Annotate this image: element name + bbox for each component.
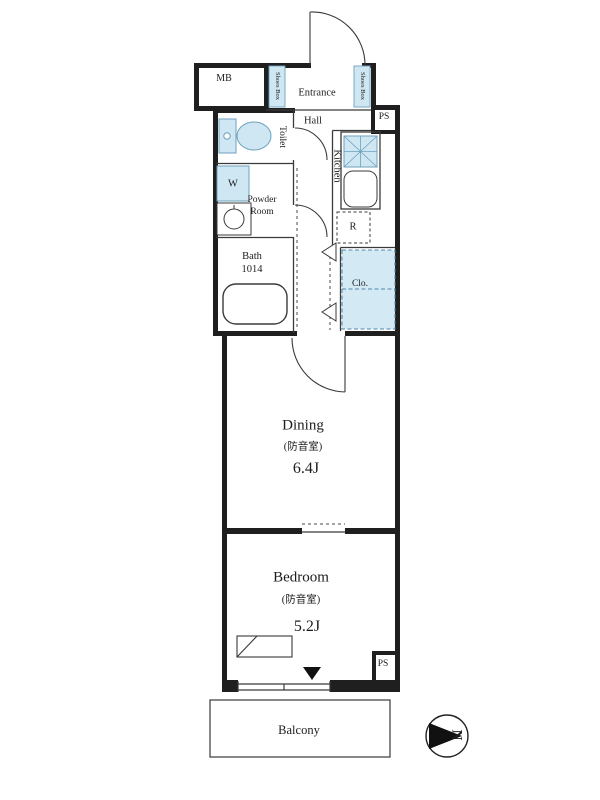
compass bbox=[425, 714, 469, 758]
shoes-box-left-label: Shoes Box bbox=[274, 72, 282, 100]
compass-north-label: N bbox=[448, 729, 465, 741]
window-marker-triangle bbox=[303, 667, 321, 680]
compass-needle-icon bbox=[429, 723, 462, 749]
shoes-box-right-label: Shoes Box bbox=[359, 72, 367, 100]
hall-label: Hall bbox=[303, 115, 323, 127]
closet-label: Clo. bbox=[351, 279, 369, 290]
bath-label: Bath 1014 bbox=[241, 250, 263, 275]
refrigerator-box bbox=[336, 211, 371, 244]
walls bbox=[194, 63, 400, 692]
washer-icon bbox=[216, 165, 250, 202]
folding-door-triangles bbox=[321, 242, 337, 322]
balcony-label: Balcony bbox=[278, 723, 320, 738]
closet-area bbox=[341, 249, 396, 330]
shoes-box-left bbox=[268, 65, 286, 108]
ps-bottom-label: PS bbox=[377, 659, 389, 670]
refrigerator-label: R bbox=[349, 221, 357, 233]
bedroom-size: 5.2J bbox=[293, 618, 321, 635]
stove-icon bbox=[343, 135, 378, 168]
entrance-label: Entrance bbox=[298, 87, 336, 99]
washer-label: W bbox=[228, 178, 238, 190]
dining-note: (防音室) bbox=[283, 441, 323, 453]
fixtures bbox=[209, 65, 469, 758]
ps-top-label: PS bbox=[378, 112, 390, 123]
dining-size: 6.4J bbox=[292, 460, 320, 477]
partitions bbox=[216, 109, 395, 533]
toilet-label: Toilet bbox=[276, 125, 287, 149]
balcony-outline bbox=[209, 699, 391, 758]
kitchen-label: Kitchen bbox=[331, 149, 343, 183]
vanity-sink-icon bbox=[216, 202, 252, 236]
balcony-window bbox=[237, 681, 331, 692]
powder-room-label: Powder Room bbox=[247, 195, 277, 217]
desk bbox=[236, 635, 293, 658]
bedroom-label: Bedroom bbox=[273, 569, 329, 586]
shoes-box-right bbox=[353, 65, 371, 108]
compass-circle bbox=[425, 714, 469, 758]
mb-label: MB bbox=[216, 72, 232, 84]
bedroom-note: (防音室) bbox=[281, 594, 321, 606]
door-arcs bbox=[291, 11, 366, 393]
toilet-icon bbox=[218, 118, 272, 154]
kitchen-sink-icon bbox=[343, 170, 378, 208]
dining-label: Dining bbox=[282, 417, 324, 434]
bathtub-icon bbox=[222, 283, 288, 325]
